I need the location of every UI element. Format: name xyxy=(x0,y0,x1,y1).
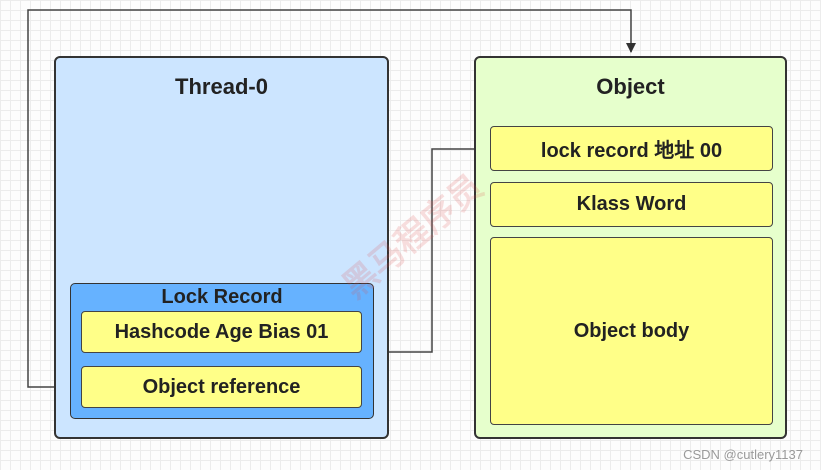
lock-record-mark-word-cell: Hashcode Age Bias 01 xyxy=(81,311,362,353)
lock-record-object-reference-cell: Object reference xyxy=(81,366,362,408)
thread-title: Thread-0 xyxy=(175,74,268,99)
credit-text: CSDN @cutlery1137 xyxy=(683,447,803,462)
klass-word-cell: Klass Word xyxy=(490,182,773,227)
object-body-cell: Object body xyxy=(490,237,773,425)
lock-record-title: Lock Record xyxy=(161,286,283,308)
object-title: Object xyxy=(596,74,665,99)
object-mark-word-cell: lock record 地址 00 xyxy=(490,126,773,171)
